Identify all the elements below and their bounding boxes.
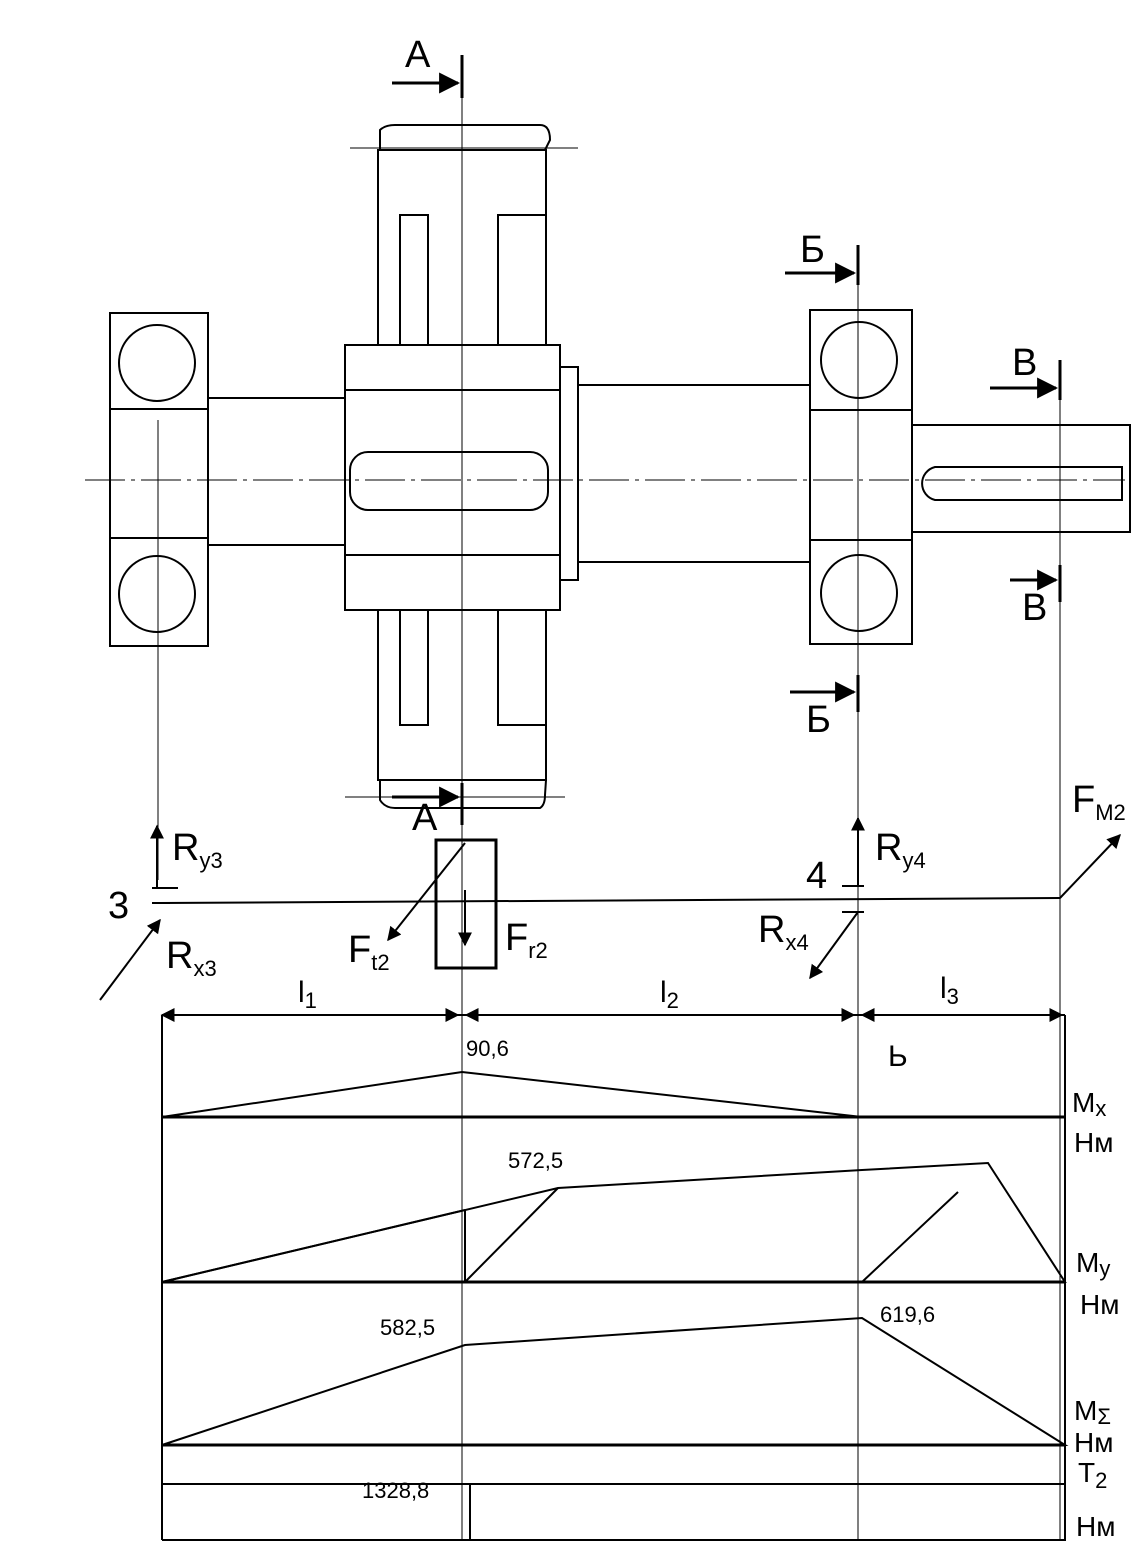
ry4-label: Rу4	[875, 827, 926, 873]
stray-mark-label: Ь	[888, 1040, 908, 1073]
dimension-lines: l1 l2 l3 Ь	[160, 972, 1065, 1073]
mx-unit: Нм	[1074, 1127, 1113, 1158]
bearing-left	[109, 312, 209, 647]
rx4-arrow	[809, 911, 859, 980]
section-b-top-label: Б	[800, 229, 825, 271]
mx-diagram: 90,6 Mx Нм	[161, 1036, 1113, 1158]
ry3-label: Rу3	[172, 827, 223, 873]
fr2-label: Fr2	[505, 917, 548, 963]
dim-l3-label: l3	[940, 972, 959, 1009]
my-value: 572,5	[508, 1148, 563, 1173]
moment-diagrams: 90,6 Mx Нм 572,5 Mу Нм 582,5 619,6 MΣ Нм	[161, 1015, 1119, 1542]
dim-l1-label: l1	[298, 976, 317, 1013]
force-scheme: 3 4 Rу3 Rx3 Ft2 Fr2 Rу4 Rx4 FМ2	[99, 779, 1126, 1001]
section-v-top-label: В	[1012, 342, 1037, 384]
fm2-arrow	[1059, 833, 1121, 899]
ft2-arrow	[387, 842, 466, 942]
section-v-bottom-label: В	[1022, 587, 1047, 629]
msum-unit: Нм	[1074, 1427, 1113, 1458]
msum-value-right: 619,6	[880, 1302, 935, 1327]
rx3-label: Rx3	[166, 935, 217, 981]
assembly-view: А А Б Б В В	[85, 34, 1131, 1540]
section-marks	[392, 55, 1062, 825]
section-a-bottom-label: А	[412, 797, 438, 839]
fm2-label: FМ2	[1072, 779, 1126, 825]
section-b-bottom-label: Б	[806, 699, 831, 741]
t2-unit: Нм	[1076, 1511, 1115, 1542]
msum-label: MΣ	[1074, 1395, 1111, 1429]
t2-label: T2	[1078, 1457, 1107, 1493]
gear-force-rect	[434, 838, 498, 970]
bearing-right	[809, 309, 913, 645]
my-label: Mу	[1076, 1247, 1110, 1281]
my-diagram: 572,5 Mу Нм	[161, 1148, 1119, 1320]
t2-diagram: 1328,8 T2 Нм	[162, 1457, 1115, 1542]
beam-line	[159, 897, 1061, 904]
mx-label: Mx	[1072, 1087, 1106, 1121]
hub-keyway	[349, 451, 549, 511]
gear-wheel	[344, 124, 578, 809]
mx-value: 90,6	[466, 1036, 509, 1061]
section-a-top-label: А	[405, 34, 431, 76]
rx4-label: Rx4	[758, 909, 809, 955]
dim-l2-label: l2	[660, 976, 679, 1013]
my-unit: Нм	[1080, 1289, 1119, 1320]
ft2-label: Ft2	[348, 929, 390, 975]
support-4-label: 4	[806, 855, 827, 897]
support-3-label: 3	[108, 885, 129, 927]
rx3-arrow	[99, 918, 161, 1001]
output-keyway	[921, 466, 1123, 501]
t2-value: 1328,8	[362, 1478, 429, 1503]
shaft	[208, 366, 1131, 581]
msum-diagram: 582,5 619,6 MΣ Нм	[161, 1302, 1113, 1458]
msum-value-left: 582,5	[380, 1315, 435, 1340]
